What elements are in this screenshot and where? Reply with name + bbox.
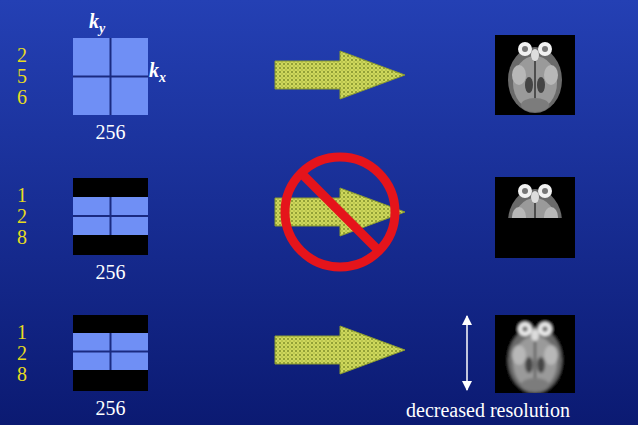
unsampled-region [73,315,148,391]
brain-image [495,177,575,218]
sampled-band [73,197,148,235]
matrix-rows: 128 [17,185,28,248]
arrow [275,51,405,99]
axis-label: kx [149,59,166,85]
image-ground [495,177,575,258]
mri-image [495,35,575,115]
sampled-band [73,333,148,370]
mri-image-half [495,177,575,258]
brain-image [495,315,575,393]
k-space-box: ky256kx256 [73,38,148,115]
k-space-box: 128256 [73,178,148,255]
axis-label: ky [89,10,105,36]
ky-axis [110,333,112,370]
brain-image [495,35,575,115]
resolution-arrow [466,316,468,390]
unsampled-region [73,178,148,255]
matrix-columns: 256 [96,121,126,143]
ky-axis [110,197,112,235]
matrix-columns: 256 [96,397,126,419]
note: decreased resolution [406,399,570,421]
matrix-rows: 128 [17,322,28,385]
k-space-fill [73,178,148,255]
arrow [275,326,405,374]
prohibition-sign [285,157,395,267]
sign-bar [301,173,379,251]
k-space-box: 128256 [73,315,148,391]
mri-image-blurred [495,315,575,395]
ky-axis [110,38,112,115]
k-space-fill [73,315,148,391]
sampled-region [73,38,148,115]
k-space-fill [73,38,148,115]
sign-ring [285,157,395,267]
matrix-columns: 256 [96,261,126,283]
matrix-rows: 256 [17,45,28,108]
